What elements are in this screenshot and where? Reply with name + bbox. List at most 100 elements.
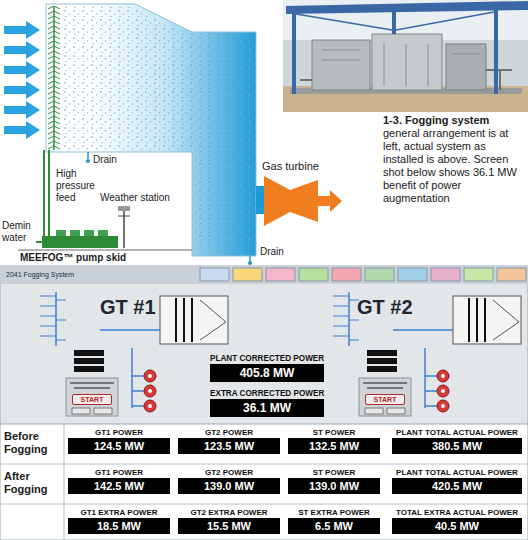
part-label: Demin water [2,220,36,244]
drain-drop [86,159,90,163]
nozzle-rack [48,6,60,150]
exhaust-arrow [318,190,342,212]
air-arrow [4,61,40,79]
power-readout: PLANT TOTAL ACTUAL POWER380.5 MW [392,428,522,454]
part-label: Before Fogging [4,430,62,456]
unit-title: GT #1 [100,296,156,318]
tab [464,268,493,281]
tab [431,268,460,281]
readout-value: 36.1 MW [210,399,324,417]
readout-value: 124.5 MW [68,438,170,454]
readout-heading: GT2 POWER [178,428,280,438]
power-readout: TOTAL EXTRA ACTUAL POWER40.5 MW [392,508,522,534]
site-photo [283,0,528,112]
ground-line [18,249,192,251]
air-arrow [4,121,40,139]
part-label: Drain [93,154,117,166]
gas-turbine [264,176,318,226]
power-readout: ST POWER132.5 MW [288,428,380,454]
power-readout: PLANT CORRECTED POWER405.8 MW [210,354,324,382]
weather-sensor [118,206,130,211]
tab [200,268,229,281]
readout-value: 6.5 MW [288,518,380,534]
readout-value: 139.0 MW [288,478,380,494]
readout-value: 18.5 MW [68,518,170,534]
power-readout: GT2 POWER139.0 MW [178,468,280,494]
pump [56,230,66,236]
button-label: START [73,395,111,404]
turbine-inlet [256,186,264,214]
photo-cabinet [372,34,442,90]
nozzle-manifold [53,6,55,150]
power-readout: GT1 POWER142.5 MW [68,468,170,494]
part-label: MEEFOG™ pump skid [20,252,126,264]
readout-heading: PLANT TOTAL ACTUAL POWER [392,468,522,478]
photo-post [494,9,498,94]
power-readout: ST EXTRA POWER6.5 MW [288,508,380,534]
tab [398,268,427,281]
tab [299,268,328,281]
water-pipe [36,241,42,243]
unit-panel: GT #1 START [30,288,210,420]
inlet-arrows [4,21,40,139]
readout-value: 142.5 MW [68,478,170,494]
feed-pipes [44,150,49,236]
readout-value: 139.0 MW [178,478,280,494]
photo-truss [296,12,494,30]
gt1-mimic [40,292,228,416]
readout-heading: GT1 EXTRA POWER [68,508,170,518]
start-button: START [365,394,405,405]
readout-heading: EXTRA CORRECTED POWER [210,389,324,399]
caption-text: general arrangement is at left, actual s… [383,127,526,205]
readout-heading: GT1 POWER [68,468,170,478]
photo-cabinet [446,44,486,90]
start-button: START [72,394,112,405]
readout-value: 132.5 MW [288,438,380,454]
drain-pipe [87,152,89,159]
photo-details [322,44,480,86]
table-background [0,424,528,540]
tab [497,268,526,281]
power-readout: EXTRA CORRECTED POWER36.1 MW [210,389,324,417]
part-label: Gas turbine [262,160,319,173]
drain-drop [248,261,252,265]
readout-heading: TOTAL EXTRA ACTUAL POWER [392,508,522,518]
readout-heading: GT1 POWER [68,428,170,438]
readout-value: 40.5 MW [392,518,522,534]
photo-post [292,12,296,94]
power-readout: GT1 POWER124.5 MW [68,428,170,454]
readout-heading: GT2 POWER [178,468,280,478]
readout-heading: ST EXTRA POWER [288,508,380,518]
readout-value: 123.5 MW [178,438,280,454]
part-label: High pressure feed [56,168,100,204]
tab [332,268,361,281]
screen-background [0,266,528,540]
readout-heading: PLANT TOTAL ACTUAL POWER [392,428,522,438]
readout-heading: ST POWER [288,428,380,438]
tab [266,268,295,281]
tab [233,268,262,281]
power-readout: GT2 EXTRA POWER15.5 MW [178,508,280,534]
readout-value: 15.5 MW [178,518,280,534]
part-label: Weather station [100,192,170,204]
power-readout: GT1 EXTRA POWER18.5 MW [68,508,170,534]
readout-heading: PLANT CORRECTED POWER [210,354,324,364]
air-arrow [4,21,40,39]
weather-mast [123,206,125,248]
screen-top-bar [0,266,528,284]
photo-pipes [300,70,512,90]
air-arrow [4,101,40,119]
part-label: After Fogging [4,470,62,496]
pump [70,230,80,236]
readout-value: 405.8 MW [210,364,324,382]
button-label: START [366,395,404,404]
power-readout: GT2 POWER123.5 MW [178,428,280,454]
air-arrow [4,81,40,99]
air-arrow [4,41,40,59]
power-readout: PLANT TOTAL ACTUAL POWER420.5 MW [392,468,522,494]
inlet-duct [46,4,256,256]
table-grid [0,424,528,540]
pump-skid [42,236,118,248]
